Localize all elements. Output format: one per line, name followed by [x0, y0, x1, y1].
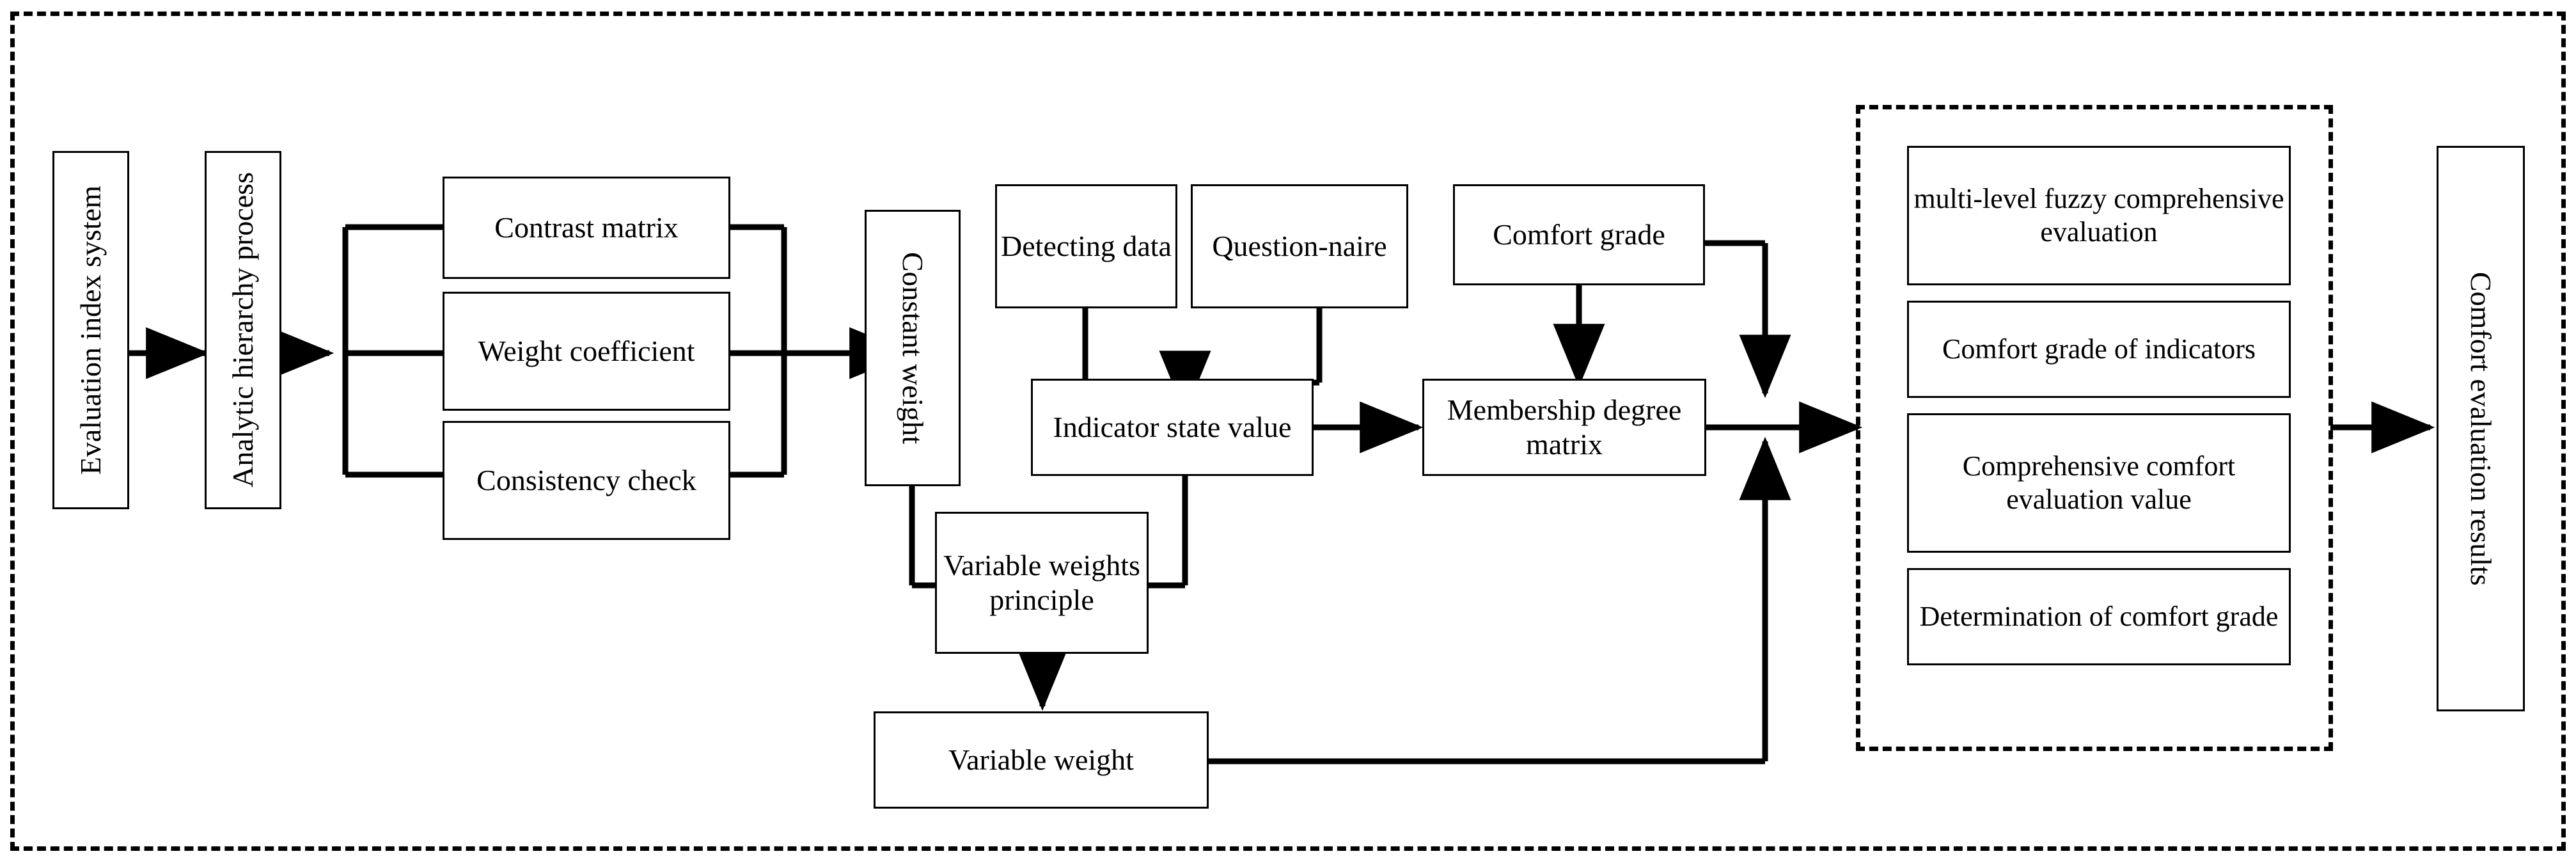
node-label: Determination of comfort grade — [1919, 601, 2279, 633]
node-label: Analytic hierarchy process — [226, 172, 259, 488]
node-comfort-grade[interactable]: Comfort grade — [1453, 184, 1705, 285]
node-weight-coefficient[interactable]: Weight coefficient — [443, 292, 730, 411]
node-label: Evaluation index system — [74, 185, 107, 475]
node-label: Consistency check — [476, 463, 696, 496]
node-label: Question-naire — [1212, 229, 1387, 262]
node-label: Comprehensive comfort evaluation value — [1962, 450, 2236, 515]
node-constant-weight[interactable]: Constant weight — [865, 210, 961, 486]
node-label: Indicator state value — [1053, 410, 1292, 443]
node-comfort-grade-of-indicators[interactable]: Comfort grade of indicators — [1907, 301, 2291, 398]
node-evaluation-index-system[interactable]: Evaluation index system — [52, 151, 129, 509]
node-indicator-state-value[interactable]: Indicator state value — [1031, 379, 1314, 476]
node-label: Weight coefficient — [478, 334, 695, 367]
node-label: Constant weight — [897, 251, 930, 445]
node-detecting-data[interactable]: Detecting data — [995, 184, 1177, 308]
node-questionnaire[interactable]: Question-naire — [1191, 184, 1408, 308]
node-variable-weights-principle[interactable]: Variable weights principle — [935, 512, 1149, 654]
node-label: multi-level fuzzy comprehensive evaluati… — [1913, 183, 2284, 248]
node-consistency-check[interactable]: Consistency check — [443, 421, 730, 540]
node-contrast-matrix[interactable]: Contrast matrix — [443, 177, 730, 279]
node-comfort-evaluation-results[interactable]: Comfort evaluation results — [2437, 146, 2525, 711]
node-comprehensive-comfort-evaluation-value[interactable]: Comprehensive comfort evaluation value — [1907, 413, 2291, 553]
node-label: Membership degree matrix — [1447, 393, 1682, 461]
outer-dashed-frame — [10, 12, 2566, 851]
node-analytic-hierarchy-process[interactable]: Analytic hierarchy process — [205, 151, 281, 509]
node-label: Variable weight — [948, 743, 1134, 776]
node-variable-weight[interactable]: Variable weight — [874, 711, 1209, 809]
node-label: Comfort grade — [1493, 218, 1665, 251]
node-membership-degree-matrix[interactable]: Membership degree matrix — [1422, 379, 1706, 476]
node-label: Contrast matrix — [494, 210, 679, 244]
node-label: Variable weights principle — [943, 548, 1140, 616]
fuzzy-evaluation-group-frame — [1856, 105, 2333, 751]
node-multi-level-fuzzy-comprehensive-evaluation[interactable]: multi-level fuzzy comprehensive evaluati… — [1907, 146, 2291, 285]
node-label: Detecting data — [1001, 229, 1172, 262]
node-label: Comfort grade of indicators — [1942, 333, 2256, 365]
node-label: Comfort evaluation results — [2465, 271, 2498, 586]
node-determination-of-comfort-grade[interactable]: Determination of comfort grade — [1907, 568, 2291, 665]
